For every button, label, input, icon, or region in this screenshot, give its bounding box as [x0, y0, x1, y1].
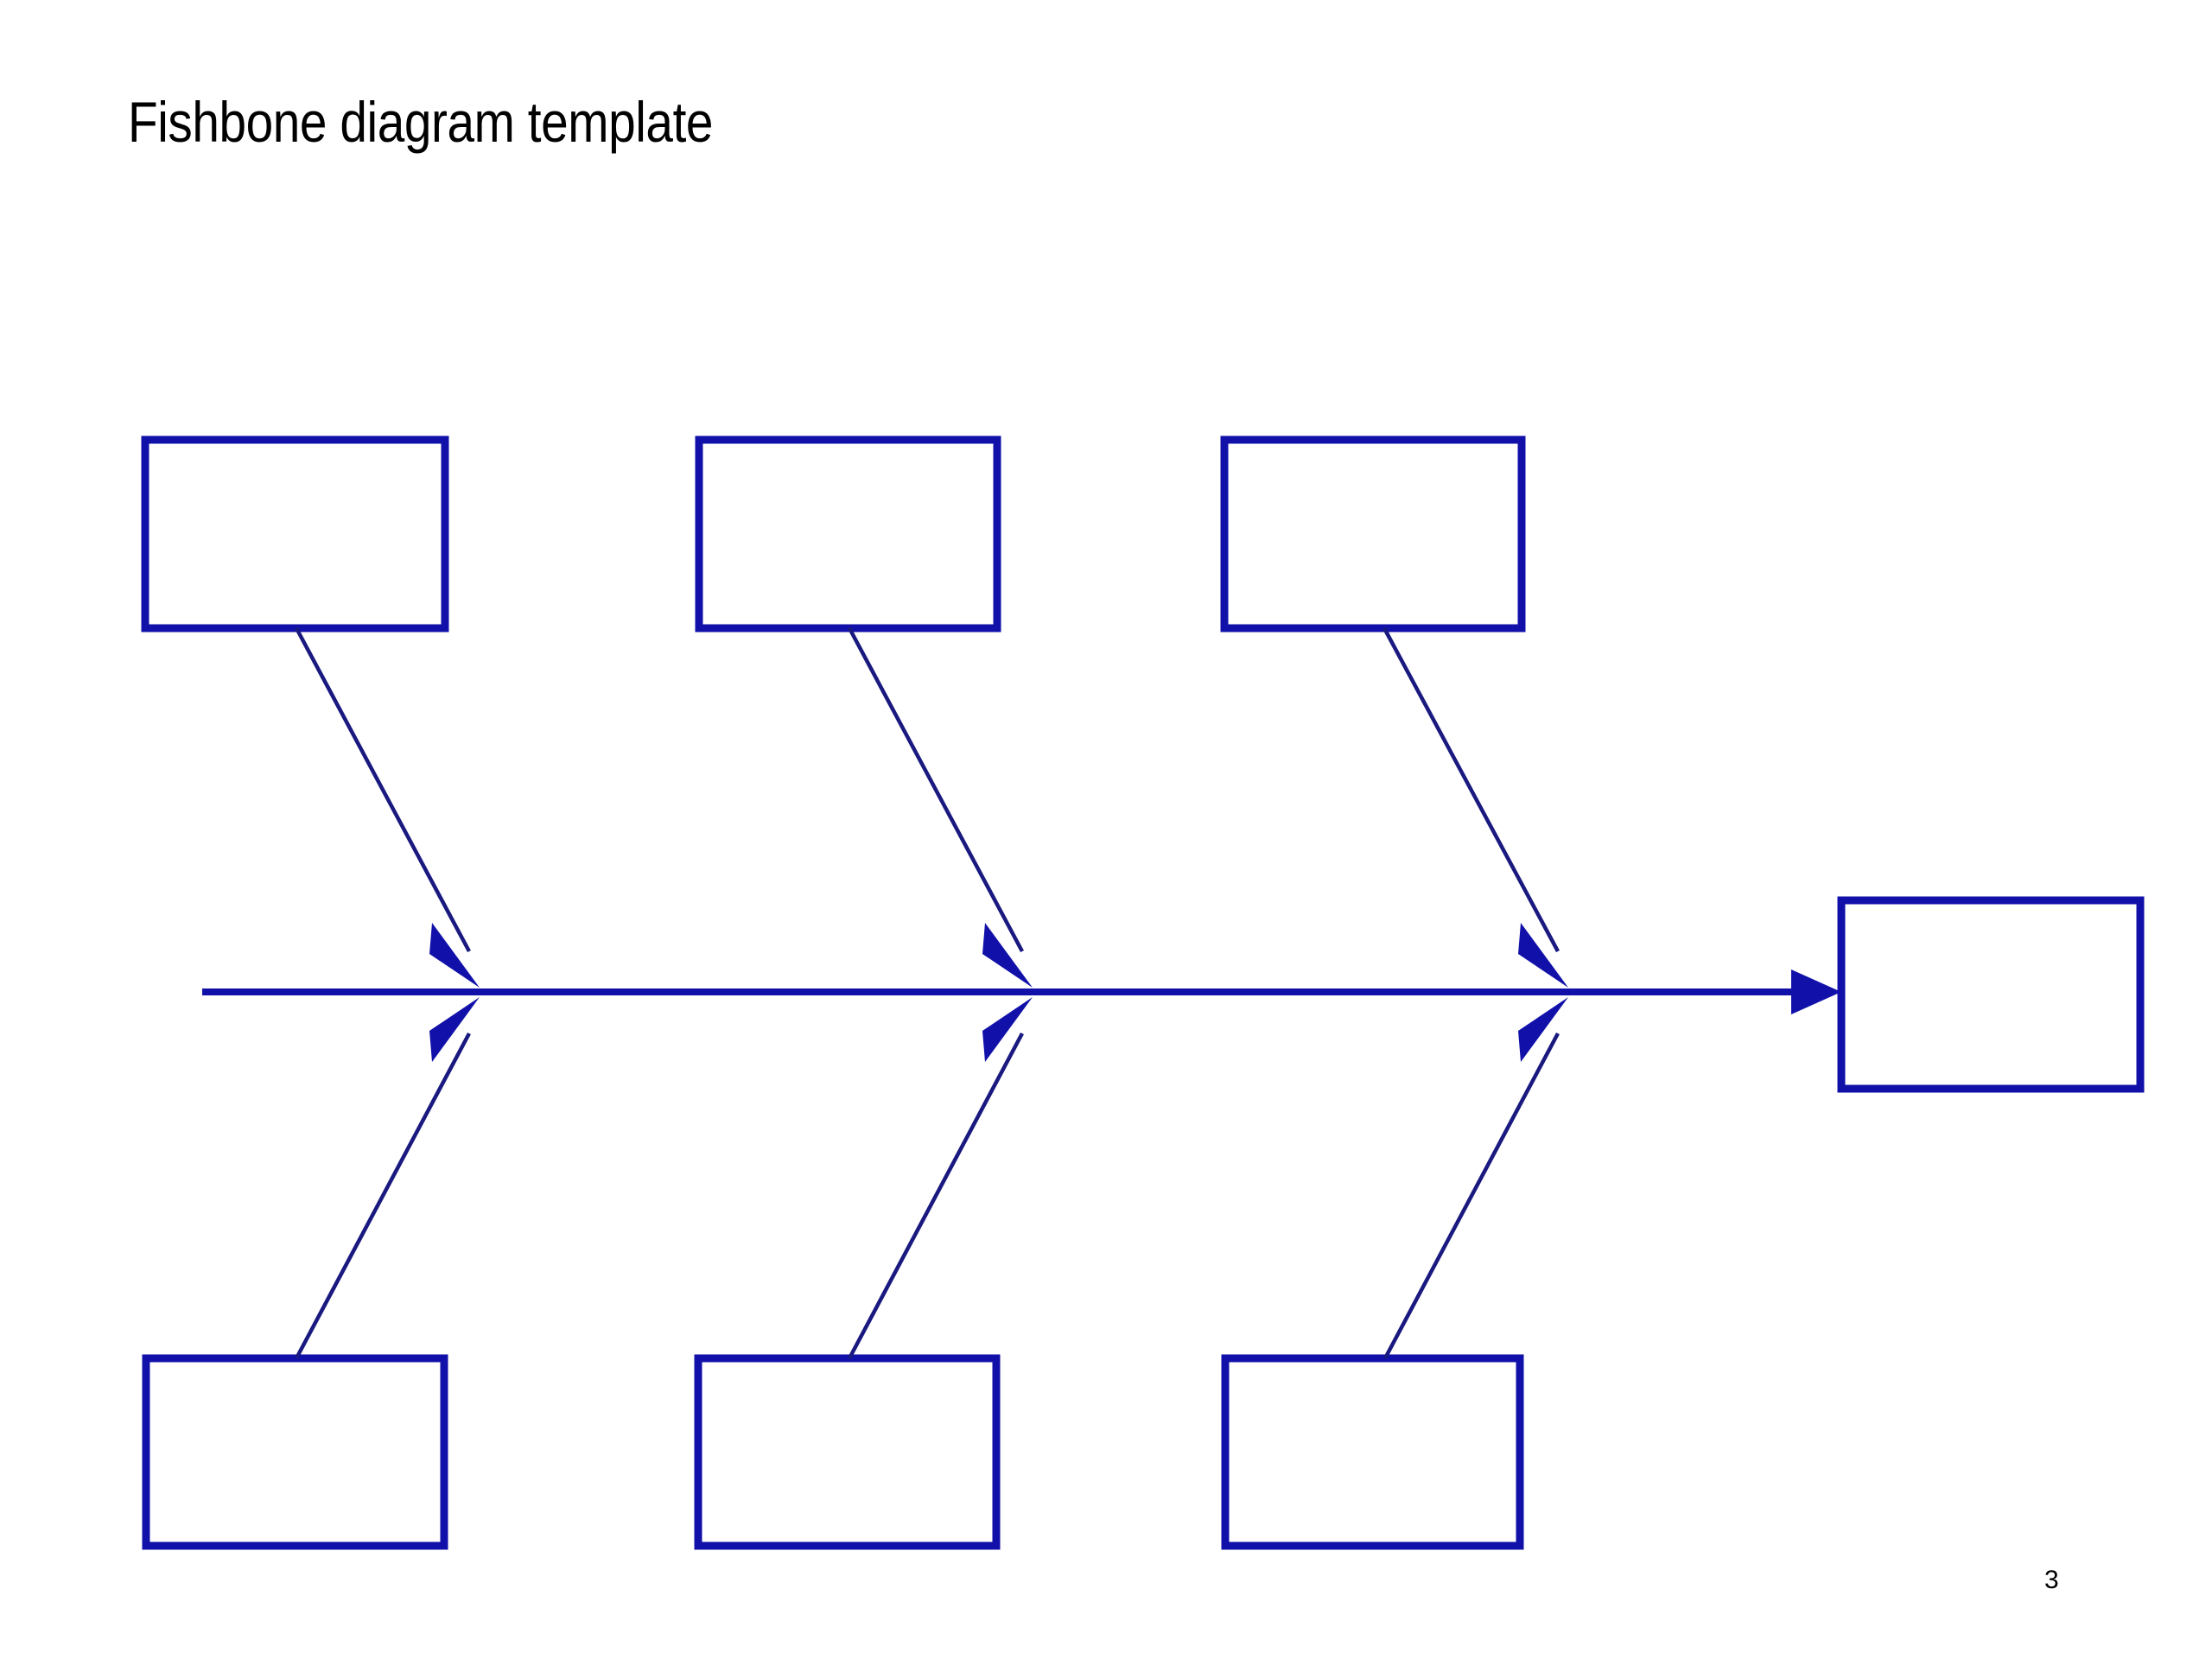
rib-line-bottom-2	[848, 1032, 1024, 1360]
cause-box-bottom-2[interactable]	[694, 1354, 1001, 1550]
page-title: Fishbone diagram template	[128, 90, 714, 154]
effect-box-group[interactable]	[1837, 896, 2145, 1093]
spine-arrow-head-icon	[1791, 969, 1841, 1014]
cause-box-bottom-1[interactable]	[142, 1354, 448, 1550]
cause-box-bottom-3[interactable]	[1221, 1354, 1524, 1550]
cause-group-top-3[interactable]	[1220, 435, 1568, 988]
cause-box-top-1[interactable]	[141, 435, 449, 632]
spine-group	[202, 969, 1841, 1014]
rib-line-top-2	[848, 626, 1024, 953]
rib-line-top-1	[295, 626, 471, 953]
cause-box-top-2[interactable]	[695, 435, 1001, 632]
cause-group-bottom-2[interactable]	[694, 997, 1033, 1550]
rib-arrow-head-top-1-icon	[429, 923, 480, 988]
rib-arrow-head-bottom-2-icon	[982, 997, 1033, 1062]
rib-arrow-head-bottom-1-icon	[429, 997, 480, 1062]
cause-group-bottom-1[interactable]	[142, 997, 480, 1550]
page-number: 3	[2044, 1566, 2059, 1594]
effect-box[interactable]	[1837, 896, 2145, 1093]
rib-arrow-head-top-3-icon	[1518, 923, 1568, 988]
rib-arrow-head-top-2-icon	[982, 923, 1033, 988]
cause-group-top-1[interactable]	[141, 435, 480, 988]
rib-arrow-head-bottom-3-icon	[1518, 997, 1568, 1062]
cause-box-top-3[interactable]	[1220, 435, 1526, 632]
cause-group-top-2[interactable]	[695, 435, 1033, 988]
rib-line-bottom-3	[1383, 1032, 1560, 1360]
rib-line-top-3	[1382, 626, 1560, 953]
cause-group-bottom-3[interactable]	[1221, 997, 1568, 1550]
rib-line-bottom-1	[295, 1032, 471, 1360]
